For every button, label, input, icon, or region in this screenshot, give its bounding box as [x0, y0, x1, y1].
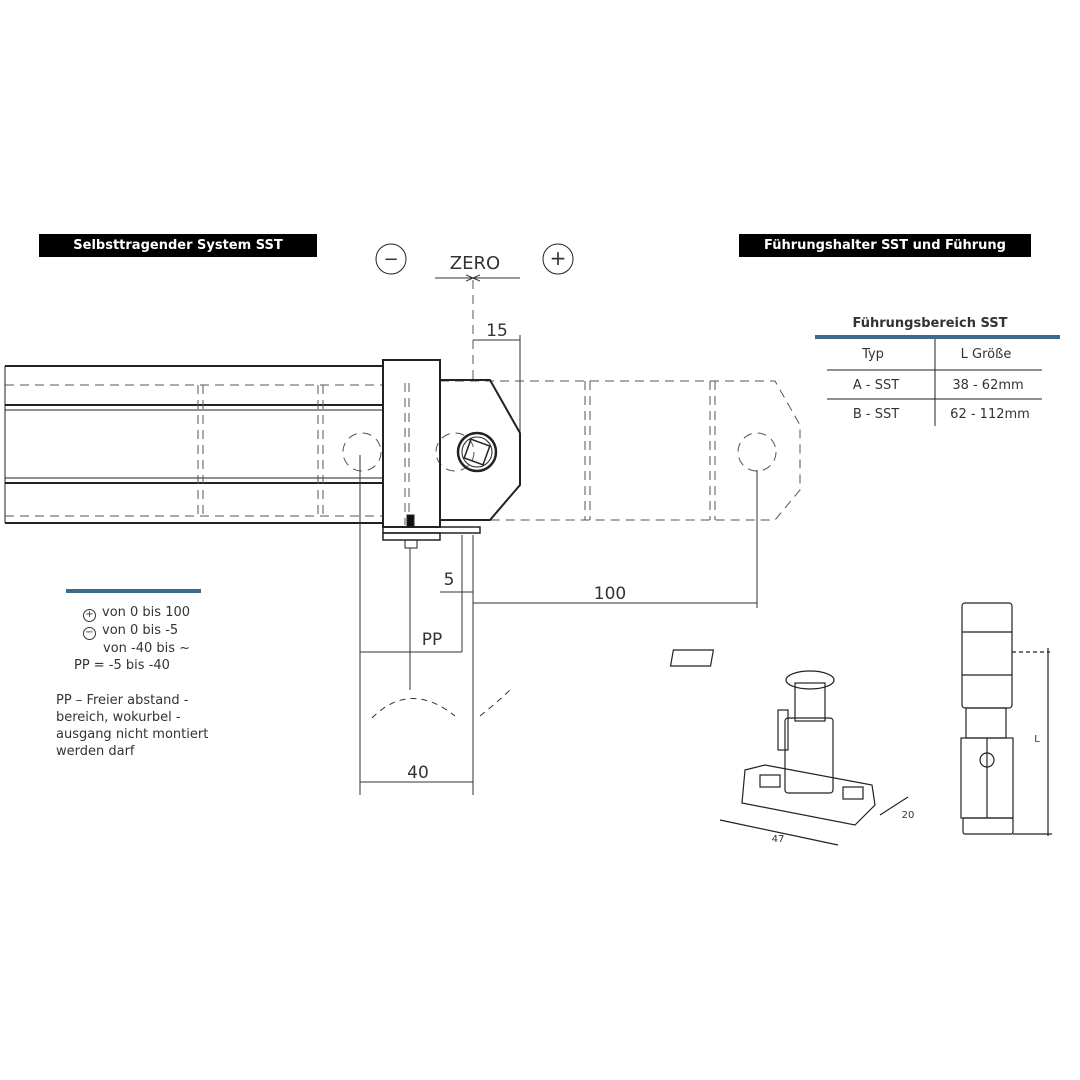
minus-circle-icon: [375, 243, 407, 275]
section-header-left: Selbsttragender System SST: [39, 234, 317, 257]
dimension-lines: [359, 278, 758, 795]
guide-holder-illustration: [669, 649, 909, 846]
table-header-size: L Größe: [961, 347, 1012, 362]
minus-range-2: von -40 bis ~: [103, 641, 191, 656]
dim-5: 5: [444, 570, 455, 590]
guide-profile-illustration: [960, 602, 1052, 836]
plus-circle-icon: +: [83, 609, 96, 622]
hidden-lines: [5, 280, 801, 525]
plus-range: von 0 bis 100: [102, 605, 191, 620]
rail-profile: [4, 365, 383, 524]
section-header-right: Führungshalter SST und Führung: [739, 234, 1031, 257]
table-cell: 62 - 112mm: [950, 407, 1030, 422]
pp-range: PP = -5 bis -40: [74, 658, 170, 673]
table-header-typ: Typ: [861, 347, 884, 362]
minus-circle-icon: −: [83, 627, 96, 640]
dim-15: 15: [486, 321, 508, 341]
dim-pp: PP: [422, 630, 443, 650]
carriage: [382, 359, 521, 549]
legend: + von 0 bis 100 −von 0 bis -5 von -40 bis…: [56, 604, 221, 760]
dim-47: 47: [772, 834, 785, 845]
table-cell: B - SST: [853, 407, 899, 422]
table-cell: 38 - 62mm: [952, 378, 1023, 393]
table-title: Führungsbereich SST: [852, 316, 1007, 331]
pp-note: PP – Freier abstand - bereich, wokurbel …: [56, 693, 209, 759]
dim-100: 100: [594, 584, 626, 604]
minus-range-1: von 0 bis -5: [102, 623, 179, 638]
dim-40: 40: [407, 763, 429, 783]
table-cell: A - SST: [853, 378, 899, 393]
plus-symbol: +: [550, 246, 567, 270]
plus-circle-icon: [542, 243, 574, 275]
minus-symbol: −: [383, 249, 398, 270]
dim-20: 20: [902, 810, 915, 821]
dim-l: L: [1034, 734, 1040, 745]
zero-label: ZERO: [450, 253, 500, 274]
